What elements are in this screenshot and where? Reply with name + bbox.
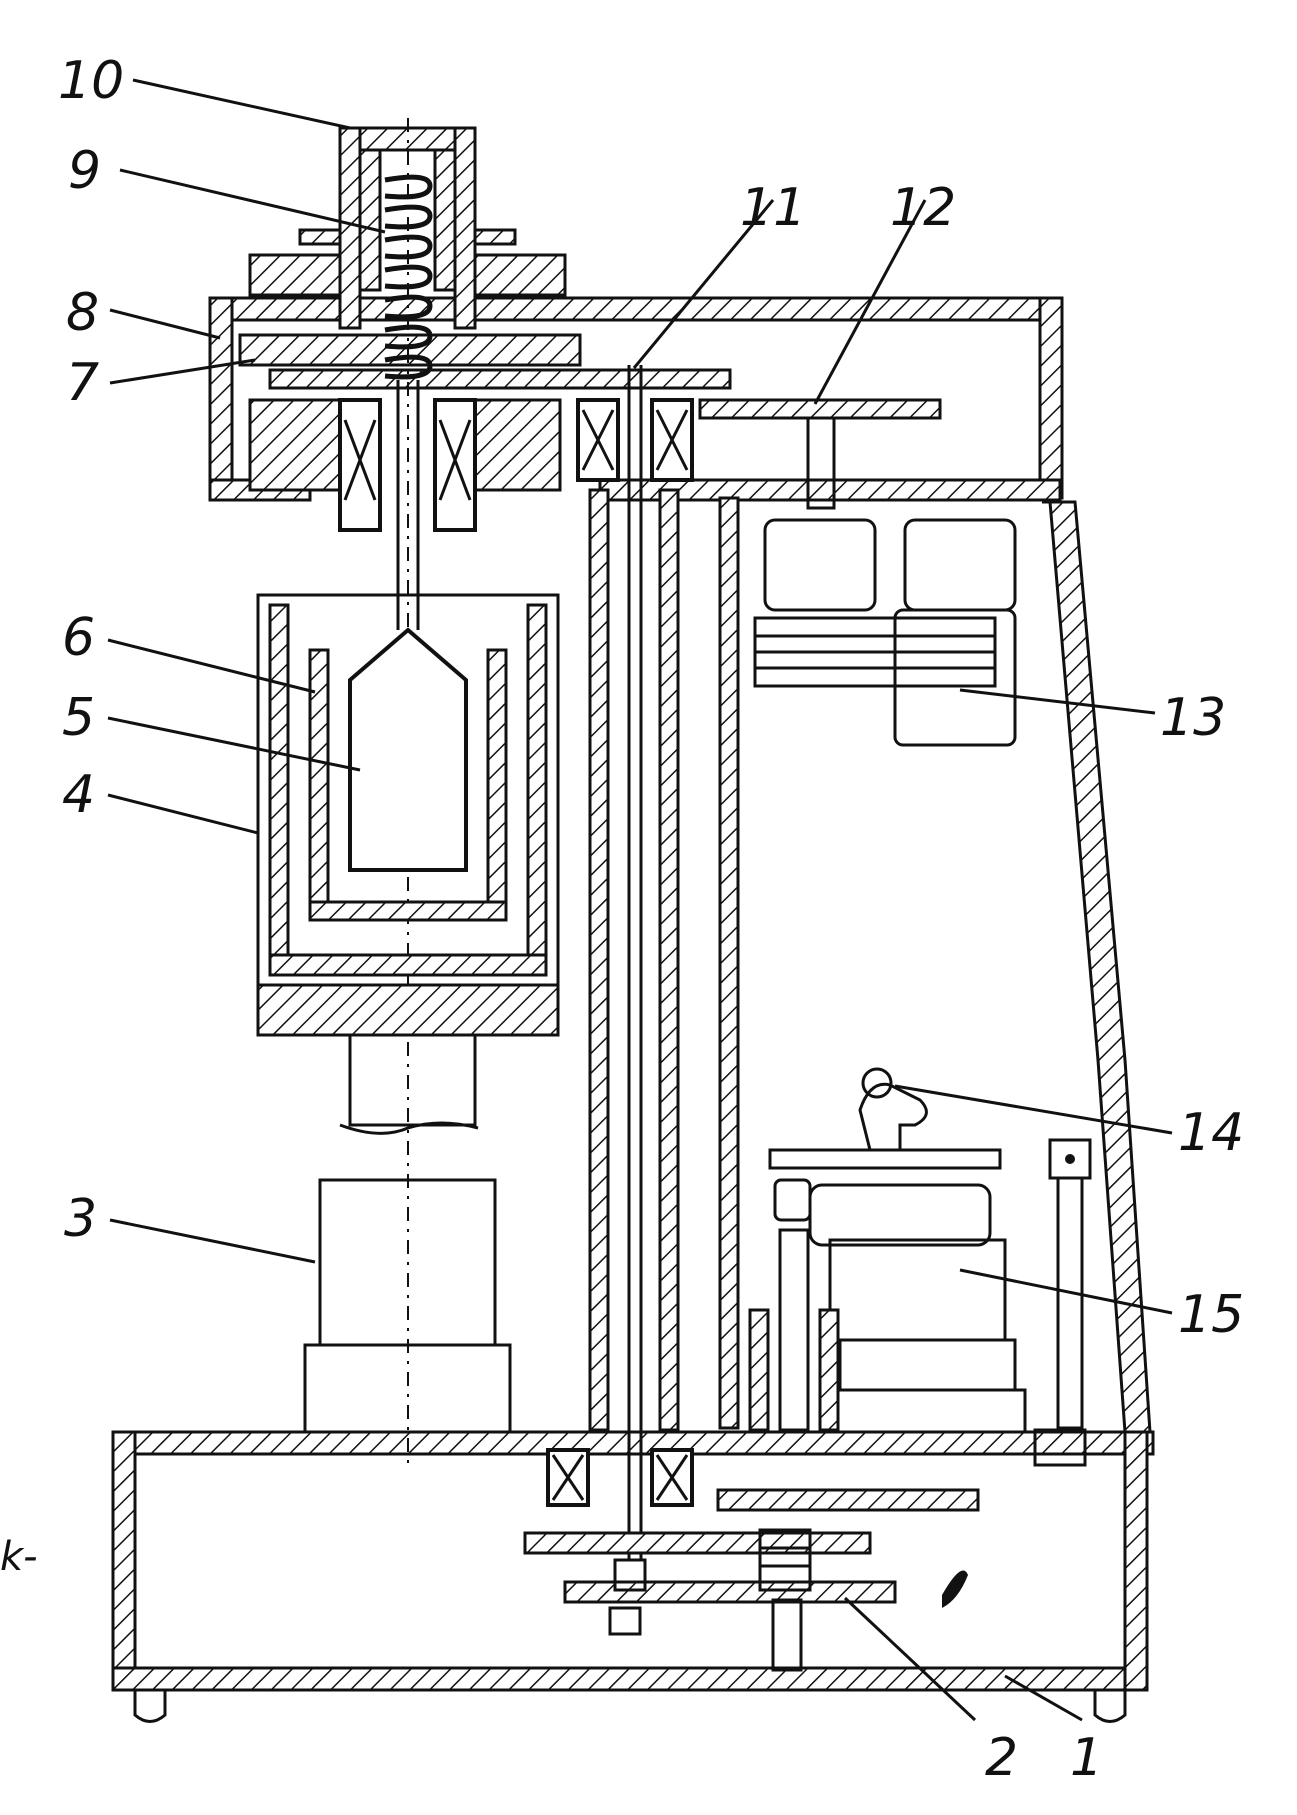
label-13: 13 xyxy=(1160,688,1226,748)
label-6: 6 xyxy=(62,608,95,668)
lower-drive-assembly xyxy=(748,1067,1092,1467)
label-5: 5 xyxy=(62,688,95,748)
label-7: 7 xyxy=(66,353,99,413)
label-1: 1 xyxy=(1070,1728,1103,1788)
callout-labels: 10 9 8 7 6 5 4 3 11 12 13 14 15 2 1 k- xyxy=(0,51,1244,1788)
label-15: 15 xyxy=(1178,1285,1244,1345)
label-14: 14 xyxy=(1178,1103,1244,1163)
label-12: 12 xyxy=(890,178,956,238)
spindle-head xyxy=(238,118,732,1470)
label-2: 2 xyxy=(985,1728,1018,1788)
pulley-and-motor xyxy=(698,398,1017,747)
label-4: 4 xyxy=(62,765,95,825)
label-9: 9 xyxy=(68,141,101,201)
label-8: 8 xyxy=(66,283,99,343)
chamber xyxy=(256,593,560,1434)
label-11: 11 xyxy=(740,178,806,238)
label-3: 3 xyxy=(64,1189,97,1249)
label-10: 10 xyxy=(58,51,124,111)
base-gears xyxy=(523,1488,980,1672)
vertical-shaft xyxy=(546,365,740,1560)
base-housing xyxy=(111,1430,1155,1723)
leader-lines xyxy=(107,78,1173,1722)
margin-mark: k- xyxy=(0,1534,38,1580)
